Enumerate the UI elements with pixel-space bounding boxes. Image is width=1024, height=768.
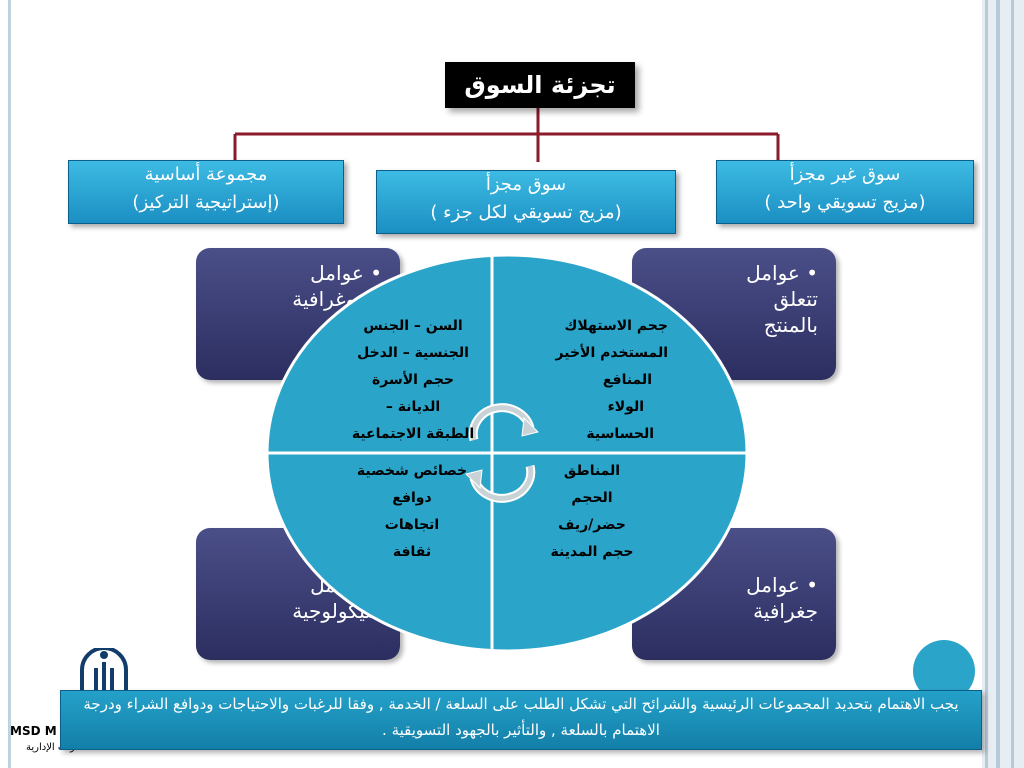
demographic-item: السن – الجنس (363, 318, 463, 334)
demographic-list: السن – الجنس الجنسية – الدخل حجم الأسرة … (350, 313, 476, 448)
unsegmented-market-line1: سوق غير مجزأ (789, 164, 901, 185)
geographic-item: حجم المدينة (550, 544, 634, 560)
psychological-list: خصائص شخصية دوافع اتجاهات ثقافة (352, 458, 472, 566)
cycle-arrows-icon (465, 403, 539, 503)
focus-group-line2: (إستراتيجية التركيز) (132, 192, 280, 213)
focus-group-line1: مجموعة أساسية (144, 164, 268, 185)
psychological-item: ثقافة (392, 544, 432, 560)
geographic-item: حضر/ريف (558, 517, 626, 533)
right-stripe (1011, 0, 1014, 768)
right-stripe (985, 0, 988, 768)
bottom-note: يجب الاهتمام بتحديد المجموعات الرئيسية و… (60, 690, 982, 750)
segmented-market-box: سوق مجزأ (مزيج تسويقي لكل جزء ) (376, 170, 676, 234)
product-list: جحم الاستهلاك المستخدم الأخير المنافع ال… (548, 313, 668, 448)
product-item: المنافع (602, 372, 652, 388)
focus-group-box: مجموعة أساسية (إستراتيجية التركيز) (68, 160, 344, 224)
geographic-list: المناطق الحجم حضر/ريف حجم المدينة (540, 458, 644, 566)
unsegmented-market-line2: (مزيج تسويقي واحد ) (764, 192, 926, 213)
unsegmented-market-box: سوق غير مجزأ (مزيج تسويقي واحد ) (716, 160, 974, 224)
psychological-item: دوافع (392, 490, 432, 506)
logo-text: MSD M (10, 724, 57, 738)
left-frame-line (8, 0, 11, 768)
segmented-market-line1: سوق مجزأ (485, 174, 567, 195)
product-item: الولاء (607, 399, 644, 415)
page-title: تجزئة السوق (445, 62, 635, 108)
geographic-item: الحجم (571, 490, 613, 506)
product-item: المستخدم الأخير (555, 345, 668, 361)
demographic-item: الديانة – (385, 399, 441, 415)
product-factors-label: عوامل تتعلق بالمنتج (738, 260, 818, 338)
product-item: الحساسية (586, 426, 654, 442)
psychological-item: اتجاهات (384, 517, 440, 533)
geographic-item: المناطق (563, 463, 621, 479)
demographic-item: الطبقة الاجتماعية (351, 426, 475, 442)
demographic-item: حجم الأسرة (372, 372, 454, 388)
product-item: جحم الاستهلاك (564, 318, 668, 334)
right-frame (982, 0, 1024, 768)
demographic-item: الجنسية – الدخل (357, 345, 469, 361)
right-stripe (996, 0, 1000, 768)
psychological-item: خصائص شخصية (356, 463, 468, 479)
geographic-factors-label: عوامل جغرافية (738, 572, 818, 624)
segmented-market-line2: (مزيج تسويقي لكل جزء ) (430, 202, 622, 223)
